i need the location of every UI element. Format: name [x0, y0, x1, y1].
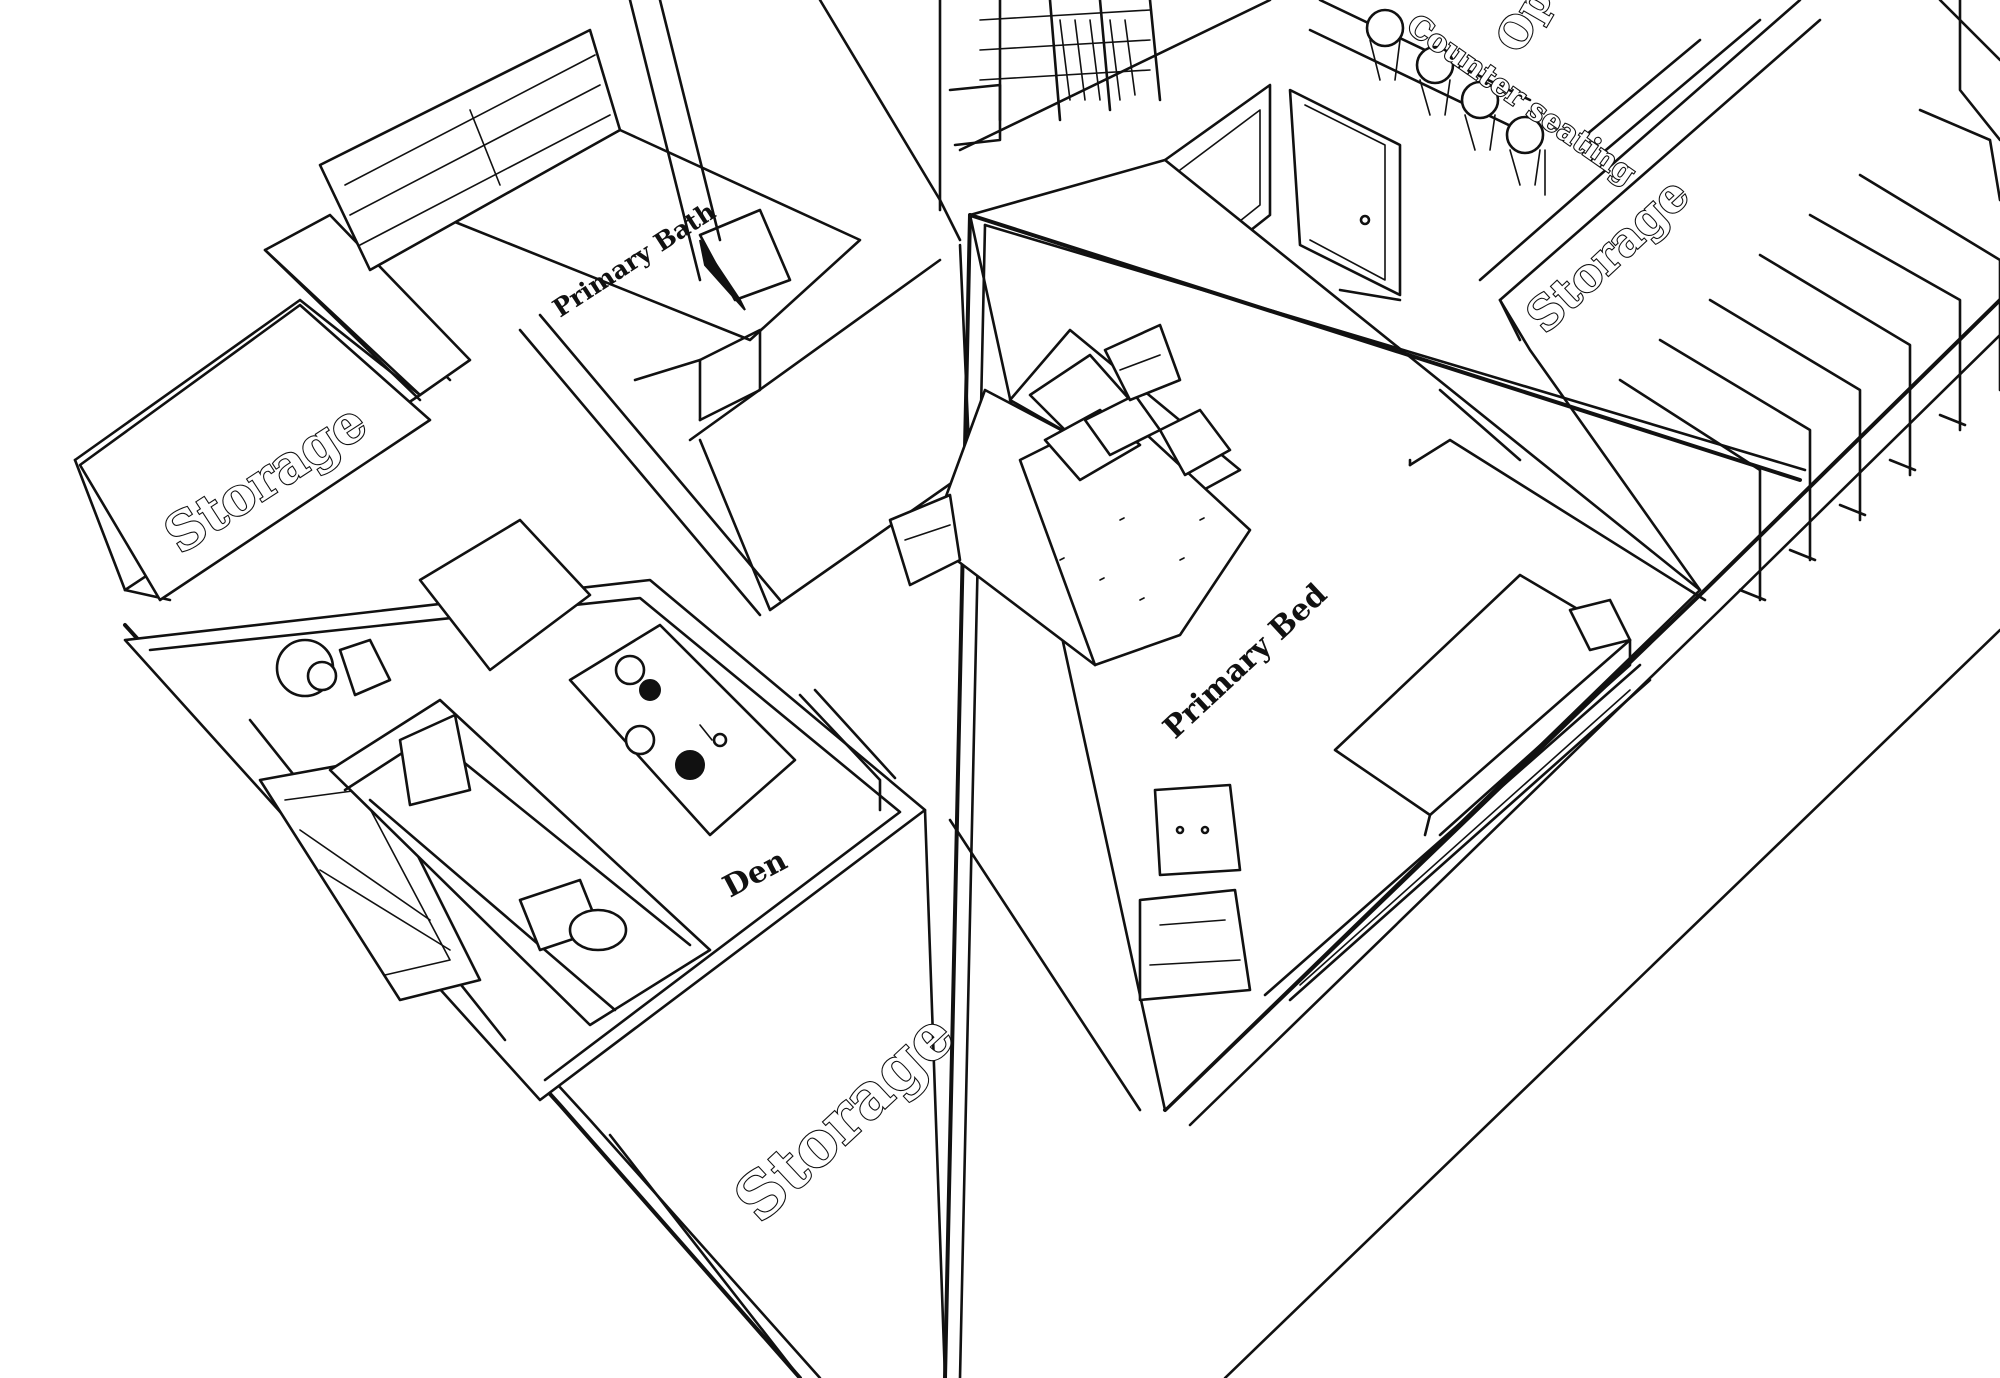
primary-bath-room: [318, 0, 972, 617]
storage-right-room: [1478, 0, 2000, 602]
label-storage-bottom: Storage: [720, 998, 968, 1236]
counter-stools: [1308, 0, 1546, 196]
storage-bottom-room: [608, 808, 947, 1378]
den-furniture: [275, 518, 797, 1027]
armchair: [1138, 783, 1252, 1002]
bed: [888, 323, 1252, 667]
label-open-below: Open to below: [1486, 0, 1697, 60]
closet-area: [938, 0, 1272, 212]
label-storage-right: Storage: [1516, 167, 1700, 343]
storage-left-room: [78, 213, 472, 602]
window-bench: [1263, 573, 1652, 1002]
